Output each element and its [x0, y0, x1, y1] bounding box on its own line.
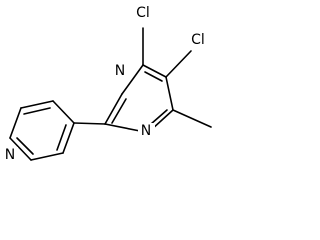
bond-py-n-c6-double [16, 137, 34, 155]
bond-n3-c4 [121, 64, 144, 95]
pyridine-ring [9, 100, 75, 161]
bond-py-c5-c4 [62, 122, 75, 154]
atom-label-n-pyridine: N [1, 147, 18, 164]
pyrimidine-ring [104, 64, 174, 132]
atom-symbol: N [141, 123, 151, 139]
atom-label-cl-top: Cl [134, 4, 152, 22]
bond-c4-c5 [142, 64, 167, 78]
bond-c2-n3 [104, 93, 123, 125]
atom-label-n-pyrimidine-bottom: N [138, 123, 155, 140]
bond-c2-n3-double [111, 98, 127, 124]
bond-c4-c5-double [144, 71, 163, 82]
bond-py-c3-c2-double [23, 107, 51, 115]
substituent-bonds [73, 27, 212, 128]
bond-py-c5-c4-double [56, 124, 67, 151]
bond-py-n-c6 [9, 137, 32, 161]
bond-py-c2-n [9, 107, 22, 139]
atom-label-n-pyrimidine-top: N [112, 62, 129, 79]
atom-symbol: N [115, 63, 125, 79]
bond-c6-methyl [172, 109, 212, 128]
bond-c2-pyridine [73, 122, 106, 125]
bond-py-c4-c3 [52, 100, 75, 124]
bond-c5-cl [165, 50, 192, 78]
atom-symbol: Cl [191, 32, 205, 48]
bond-c6-n1-double [150, 109, 168, 125]
chemical-structure-diagram: Cl Cl N N N [1, 4, 212, 164]
bond-py-c3-c2 [20, 100, 54, 109]
atom-symbol: Cl [136, 5, 150, 21]
bond-n1-c2 [104, 123, 141, 132]
atom-symbol: N [5, 147, 15, 163]
bond-c5-c6 [165, 76, 174, 111]
atom-label-cl-right: Cl [190, 31, 208, 49]
bond-py-c6-c5 [30, 152, 64, 161]
